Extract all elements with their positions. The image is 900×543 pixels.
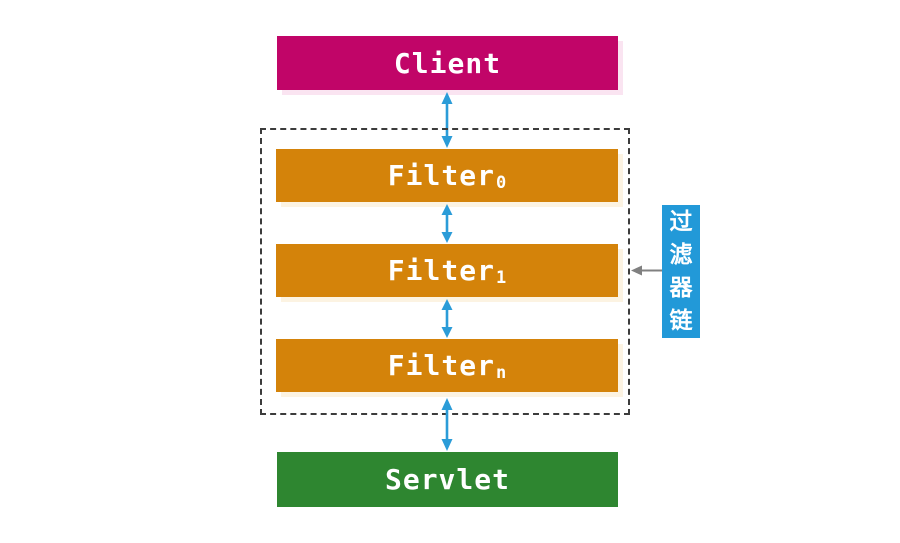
servlet-box: Servlet [277, 452, 618, 507]
filter0-subscript: 0 [495, 173, 507, 193]
arrow-client-filter0-icon [439, 92, 455, 148]
filter-chain-side-label: 过 滤 器 链 [662, 205, 700, 338]
arrow-filter1-filtern-icon [439, 299, 455, 338]
filter1-subscript: 1 [495, 268, 507, 288]
filtern-subscript: n [495, 363, 507, 383]
arrow-filtern-servlet-icon [439, 398, 455, 451]
client-label: Client [393, 46, 502, 80]
filter-chain-container [260, 128, 630, 415]
client-box: Client [277, 36, 618, 90]
servlet-label: Servlet [384, 463, 510, 496]
filtern-label: Filter [387, 349, 495, 382]
filter1-label: Filter [387, 254, 495, 287]
chain-pointer-arrow-icon [631, 264, 662, 277]
side-label-char: 滤 [669, 241, 693, 268]
arrow-filter0-filter1-icon [439, 204, 455, 243]
side-label-char: 链 [669, 307, 693, 334]
side-label-char: 过 [669, 208, 693, 235]
side-label-char: 器 [669, 274, 693, 301]
filter0-label: Filter [387, 159, 495, 192]
